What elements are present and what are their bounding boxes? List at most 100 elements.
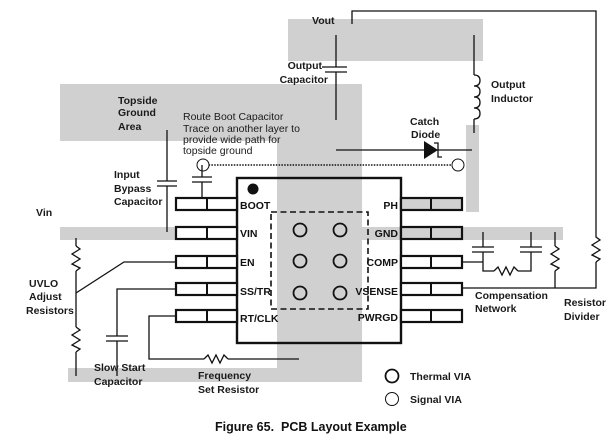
pin-label-ss-tr: SS/TR (240, 286, 271, 298)
label-slow-start-1: Slow Start (94, 362, 146, 374)
boot-note-line-3: provide wide path for (183, 134, 281, 146)
ss-tr-trace (116, 288, 176, 336)
legend-thermal-via: Thermal VIA (410, 371, 472, 383)
pin-pad-comp (399, 254, 464, 270)
label-frequency-1: Frequency (198, 370, 251, 382)
label-catch-diode-2: Diode (411, 129, 440, 141)
label-input-bypass-2: Bypass (114, 183, 152, 195)
slow-start-capacitor (106, 288, 176, 376)
label-compensation-2: Network (475, 303, 517, 315)
pin-pad-boot (174, 196, 239, 212)
label-output-inductor-2: Inductor (491, 93, 533, 105)
label-output-capacitor-1: Output (288, 60, 323, 72)
pin-pad-gnd (399, 225, 464, 241)
left-pin-labels: BOOT VIN EN SS/TR RT/CLK (240, 200, 279, 325)
thermal-via (292, 222, 308, 238)
thermal-via (332, 222, 348, 238)
vout-trace (351, 10, 597, 232)
vin-copper-strip (60, 227, 178, 240)
divider-lower-resistor (549, 245, 561, 272)
pin-label-rt-clk: RT/CLK (240, 313, 279, 325)
rt-clk-trace (148, 315, 204, 360)
label-resistor-divider-2: Divider (564, 311, 600, 323)
pin-label-en: EN (240, 257, 255, 269)
pin-label-boot: BOOT (240, 200, 271, 212)
pin-label-vin: VIN (240, 228, 258, 240)
pin-pad-vin (174, 225, 239, 241)
ph-copper-column (466, 125, 479, 212)
output-inductor-coil (473, 74, 481, 120)
pin-label-pwrgd: PWRGD (358, 312, 399, 324)
thermal-via (332, 285, 348, 301)
comp-resistor-symbol (493, 265, 519, 277)
catch-diode-cathode-bar (434, 142, 442, 158)
boot-route (192, 158, 465, 204)
compensation-network (462, 232, 542, 277)
pin-label-ph: PH (383, 200, 398, 212)
uvlo-resistors (70, 238, 176, 376)
label-uvlo-3: Resistors (26, 305, 74, 317)
label-input-bypass-3: Capacitor (114, 196, 162, 208)
label-input-bypass-1: Input (114, 169, 140, 181)
label-compensation-1: Compensation (475, 290, 548, 302)
figure-caption: Figure 65. PCB Layout Example (215, 420, 407, 434)
thermal-via (332, 253, 348, 269)
pin-pad-en (174, 254, 239, 270)
vout-copper-area (288, 19, 483, 61)
pin-pad-rt-clk (174, 308, 239, 324)
right-pin-labels: PH GND COMP VSENSE PWRGD (355, 200, 398, 324)
bottom-ground-strip (68, 368, 362, 382)
thermal-via-legend-icon (384, 368, 400, 384)
label-vin: Vin (36, 207, 52, 219)
label-resistor-divider-1: Resistor (564, 297, 606, 309)
pin-pad-vsense (399, 281, 464, 297)
frequency-set-resistor (148, 315, 299, 365)
boot-note-line-1: Route Boot Capacitor (183, 111, 284, 123)
comp-resistor-to-cap2 (518, 252, 532, 272)
label-topside-ground-1: Topside (118, 95, 158, 107)
label-frequency-2: Set Resistor (198, 384, 259, 396)
frequency-resistor-symbol (203, 353, 229, 365)
label-slow-start-2: Capacitor (94, 376, 142, 388)
uvlo-resistor-top (70, 245, 82, 272)
annotation-labels: Vout Vin Output Capacitor Output Inducto… (26, 15, 606, 396)
label-topside-ground-3: Area (118, 121, 142, 133)
pin-label-gnd: GND (375, 228, 399, 240)
resistor-divider (462, 232, 602, 289)
pin1-marker (247, 183, 259, 195)
thermal-via (292, 253, 308, 269)
label-topside-ground-2: Ground (118, 107, 156, 119)
signal-via-ph (451, 158, 465, 172)
label-output-inductor-1: Output (491, 79, 526, 91)
signal-via-boot (196, 158, 210, 172)
thermal-via (292, 285, 308, 301)
boot-note-line-4: topside ground (183, 145, 253, 157)
vsense-trace (462, 262, 597, 289)
catch-diode-symbol (424, 141, 438, 159)
input-bypass-capacitor (157, 130, 177, 232)
uvlo-resistor-bottom (70, 326, 82, 353)
pin-pad-ph (399, 196, 464, 212)
boot-note-line-2: Trace on another layer to (183, 123, 300, 135)
output-section (322, 10, 597, 232)
pin-label-comp: COMP (367, 257, 399, 269)
pin-label-vsense: VSENSE (355, 286, 398, 298)
en-trace (75, 261, 176, 294)
label-output-capacitor-2: Capacitor (280, 74, 328, 86)
pin-pad-ss-tr (174, 281, 239, 297)
divider-upper-resistor (590, 232, 602, 263)
legend: Thermal VIA Signal VIA (384, 368, 472, 406)
left-pins (174, 196, 239, 324)
right-pins (399, 196, 464, 324)
label-vout: Vout (312, 15, 335, 27)
thermal-pad-outline (270, 211, 369, 310)
label-uvlo-2: Adjust (29, 291, 62, 303)
comp-cap1-lead-bottom (482, 252, 494, 272)
thermal-vias (292, 222, 348, 301)
legend-signal-via: Signal VIA (410, 394, 462, 406)
center-ground-column (277, 84, 362, 382)
signal-via-legend-icon (385, 392, 399, 406)
pin-pad-pwrgd (399, 308, 464, 324)
label-catch-diode-1: Catch (410, 116, 439, 128)
